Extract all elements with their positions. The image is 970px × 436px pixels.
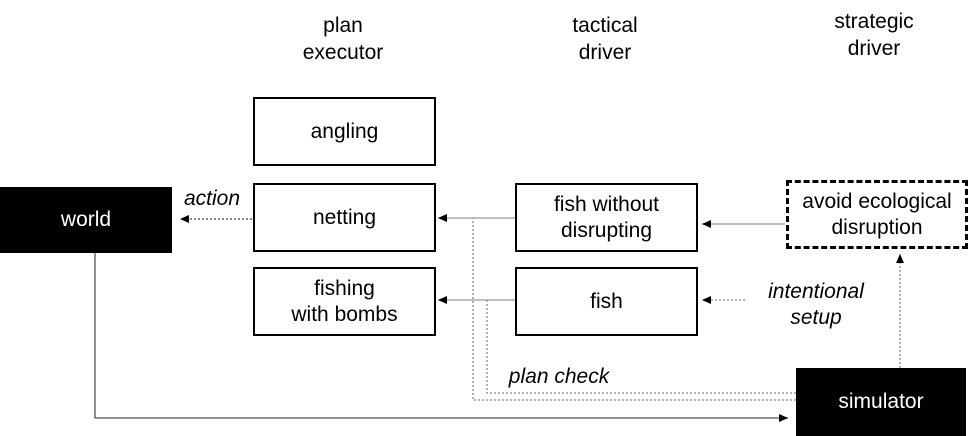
node-avoid-ecological-disruption: avoid ecological disruption bbox=[786, 180, 968, 249]
node-netting: netting bbox=[253, 183, 436, 252]
node-angling-label: angling bbox=[310, 119, 379, 143]
node-fish-label: fish bbox=[590, 289, 623, 313]
node-fish-without-disrupting: fish without disrupting bbox=[515, 183, 698, 252]
node-world-label: world bbox=[60, 208, 112, 231]
node-avoid-ecological-disruption-label: avoid ecological disruption bbox=[802, 189, 952, 239]
node-fish: fish bbox=[515, 267, 698, 336]
edge-world-to-simulator bbox=[94, 253, 788, 422]
edge-label-plan-check: plan check bbox=[508, 365, 610, 388]
header-tactical-driver: tactical driver bbox=[572, 14, 638, 64]
node-angling: angling bbox=[253, 97, 436, 166]
node-fish-without-disrupting-label: fish without disrupting bbox=[553, 192, 660, 242]
node-simulator-label: simulator bbox=[838, 390, 924, 413]
edge-plan-check-2 bbox=[486, 300, 796, 394]
node-world: world bbox=[0, 187, 172, 253]
node-netting-label: netting bbox=[312, 205, 377, 229]
node-simulator: simulator bbox=[796, 368, 966, 436]
edge-plan-check-1 bbox=[472, 218, 796, 401]
node-fishing-with-bombs: fishing with bombs bbox=[253, 267, 436, 336]
edge-label-action: action bbox=[183, 187, 241, 210]
edge-label-intentional-setup: intentional setup bbox=[768, 280, 864, 329]
header-strategic-driver: strategic driver bbox=[834, 10, 914, 60]
node-fishing-with-bombs-label: fishing with bombs bbox=[291, 276, 398, 326]
header-plan-executor: plan executor bbox=[302, 14, 384, 64]
